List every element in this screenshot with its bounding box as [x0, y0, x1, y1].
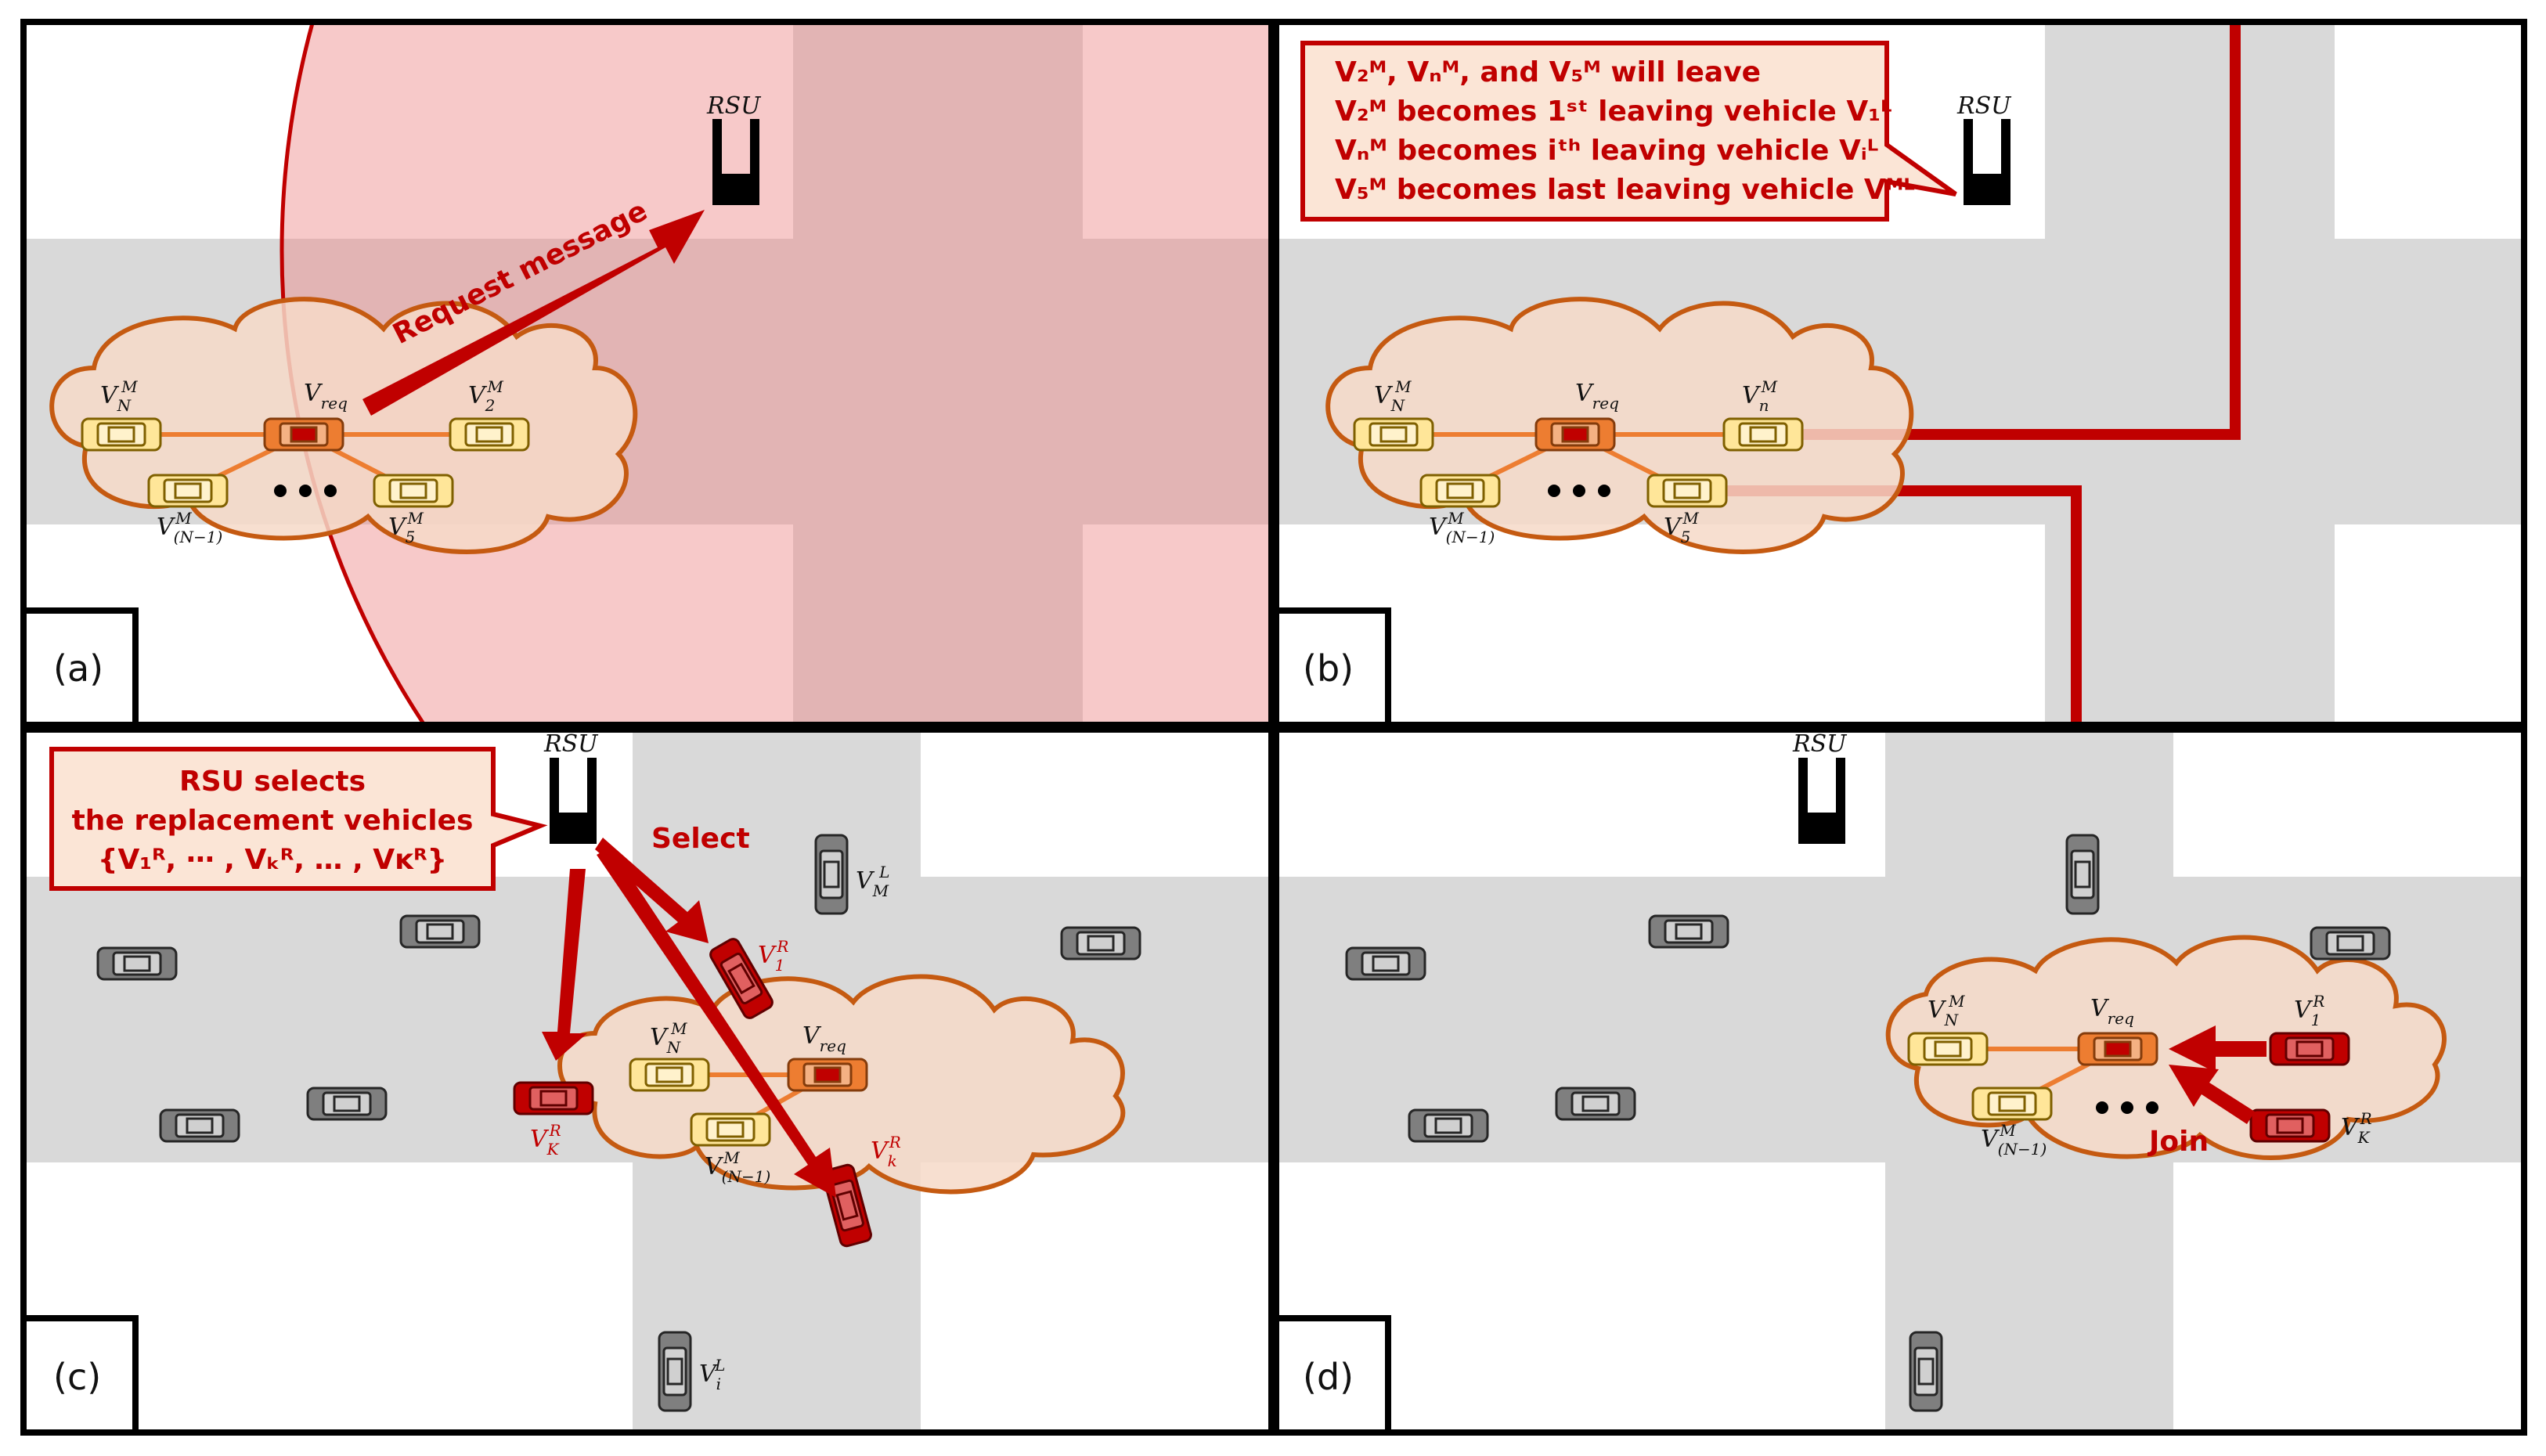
callout-line-3: {V₁ᴿ, ⋯ , Vₖᴿ, … , Vᴋᴿ}	[98, 844, 447, 876]
rsu-label: RSU	[706, 92, 762, 120]
label-v5: V5M	[1664, 509, 1699, 546]
ellipsis-dots-icon	[274, 485, 337, 497]
select-label: Select	[651, 823, 750, 855]
select-arrow	[595, 838, 709, 943]
car-icon	[1971, 1087, 2053, 1121]
label-vrk: VkR	[871, 1133, 901, 1170]
car-icon	[1648, 914, 1729, 949]
car-icon	[306, 1087, 388, 1121]
label-vnm1: V(N−1)M	[705, 1148, 770, 1186]
label-vreq: Vreq	[2090, 995, 2134, 1028]
panel-a: RSU Request message VNM Vreq V2M V(N−1)M…	[23, 22, 1271, 725]
rsu-label: RSU	[1956, 92, 2012, 120]
label-vnm1: V(N−1)M	[157, 509, 222, 546]
label-vn: VNM	[100, 377, 138, 415]
label-vnm1: V(N−1)M	[1429, 509, 1495, 546]
panel-border	[1273, 19, 2527, 728]
leaving-path	[1802, 22, 2241, 440]
label-vlm: VML	[856, 863, 889, 900]
car-icon	[373, 474, 454, 508]
label-vr1: V1R	[2294, 992, 2324, 1029]
panel-tag-d: (d)	[1303, 1356, 1354, 1398]
car-icon	[1060, 926, 1141, 960]
car-icon	[2310, 926, 2391, 960]
car-icon	[1408, 1108, 1489, 1143]
label-v5: V5M	[388, 509, 424, 546]
label-vli: ViL	[699, 1356, 725, 1393]
label-vreq: Vreq	[802, 1022, 846, 1055]
request-arrow	[362, 210, 705, 416]
label-vreq: Vreq	[1575, 380, 1619, 413]
car-icon	[2249, 1108, 2331, 1143]
label-vreq: Vreq	[304, 380, 348, 413]
car-icon	[449, 417, 530, 452]
ellipsis-dots-icon	[1548, 485, 1610, 497]
panel-border	[1273, 726, 2527, 1436]
rsu-range-circle	[279, 22, 1271, 725]
road-vertical	[793, 22, 1083, 725]
panel-border	[20, 726, 1275, 1436]
car-icon	[1907, 1032, 1989, 1066]
label-v2: V2M	[468, 377, 503, 415]
rsu-label: RSU	[543, 730, 599, 758]
select-arrow	[597, 847, 836, 1198]
car-icon	[629, 1058, 710, 1092]
panel-b: RSU V₂ᴹ, Vₙᴹ, and V₅ᴹ will leave V₂ᴹ bec…	[1276, 22, 2524, 725]
label-vn: VNM	[1928, 992, 1965, 1029]
panel-tag-b: (b)	[1303, 647, 1354, 690]
road-vertical	[2045, 22, 2335, 725]
car-icon	[263, 417, 344, 452]
car-icon	[147, 474, 229, 508]
car-icon	[2269, 1032, 2350, 1066]
car-icon	[513, 1081, 594, 1115]
callout-line-1: RSU selects	[179, 766, 366, 798]
label-vnm1: V(N−1)M	[1981, 1121, 2047, 1159]
select-arrow	[542, 869, 587, 1061]
label-vsmalln: VnM	[1742, 377, 1778, 415]
car-icon	[658, 1331, 692, 1412]
rsu-label: RSU	[1792, 730, 1848, 758]
panel-border	[20, 19, 1275, 728]
join-label: Join	[2147, 1126, 2209, 1158]
join-arrow	[2169, 1065, 2255, 1124]
car-icon	[1534, 417, 1616, 452]
label-vn: VNM	[1374, 377, 1412, 415]
callout-line-2: the replacement vehicles	[72, 805, 474, 837]
car-icon	[2077, 1032, 2158, 1066]
car-icon	[1722, 417, 1804, 452]
callout-line-1: V₂ᴹ, Vₙᴹ, and V₅ᴹ will leave	[1335, 56, 1761, 88]
car-icon	[1419, 474, 1501, 508]
callout-line-2: V₂ᴹ becomes 1ˢᵗ leaving vehicle V₁ᴸ	[1335, 96, 1891, 128]
ellipsis-dots-icon	[2096, 1101, 2158, 1114]
callout-line-4: V₅ᴹ becomes last leaving vehicle Vᴹᴸ	[1335, 174, 1915, 206]
label-vrK: VKR	[530, 1121, 561, 1159]
car-icon	[81, 417, 162, 452]
car-icon	[1345, 946, 1426, 981]
label-vr1: V1R	[758, 937, 788, 975]
car-icon	[96, 946, 178, 981]
car-icon	[1909, 1331, 1943, 1412]
car-icon	[399, 914, 481, 949]
panel-tag-a: (a)	[53, 647, 103, 690]
car-icon	[159, 1108, 240, 1143]
car-icon	[1646, 474, 1728, 508]
car-icon	[787, 1058, 868, 1092]
callout-box	[49, 747, 548, 891]
panel-tag-c: (c)	[53, 1356, 101, 1398]
car-icon	[814, 834, 849, 915]
panel-d: RSU Join VNM Vreq V(N−1)M V1R VKR (d)	[1276, 730, 2524, 1433]
panel-c: RSU Select RSU selects the replacement v…	[23, 730, 1271, 1433]
car-icon	[1555, 1087, 1636, 1121]
callout-line-3: Vₙᴹ becomes iᵗʰ leaving vehicle Vᵢᴸ	[1335, 135, 1878, 167]
car-icon	[2065, 834, 2100, 915]
label-vrK: VKR	[2341, 1109, 2372, 1147]
label-vn: VNM	[650, 1019, 687, 1057]
join-arrow	[2169, 1025, 2267, 1072]
callout-box	[1300, 41, 1957, 222]
car-icon	[1353, 417, 1434, 452]
car-icon	[690, 1112, 771, 1147]
